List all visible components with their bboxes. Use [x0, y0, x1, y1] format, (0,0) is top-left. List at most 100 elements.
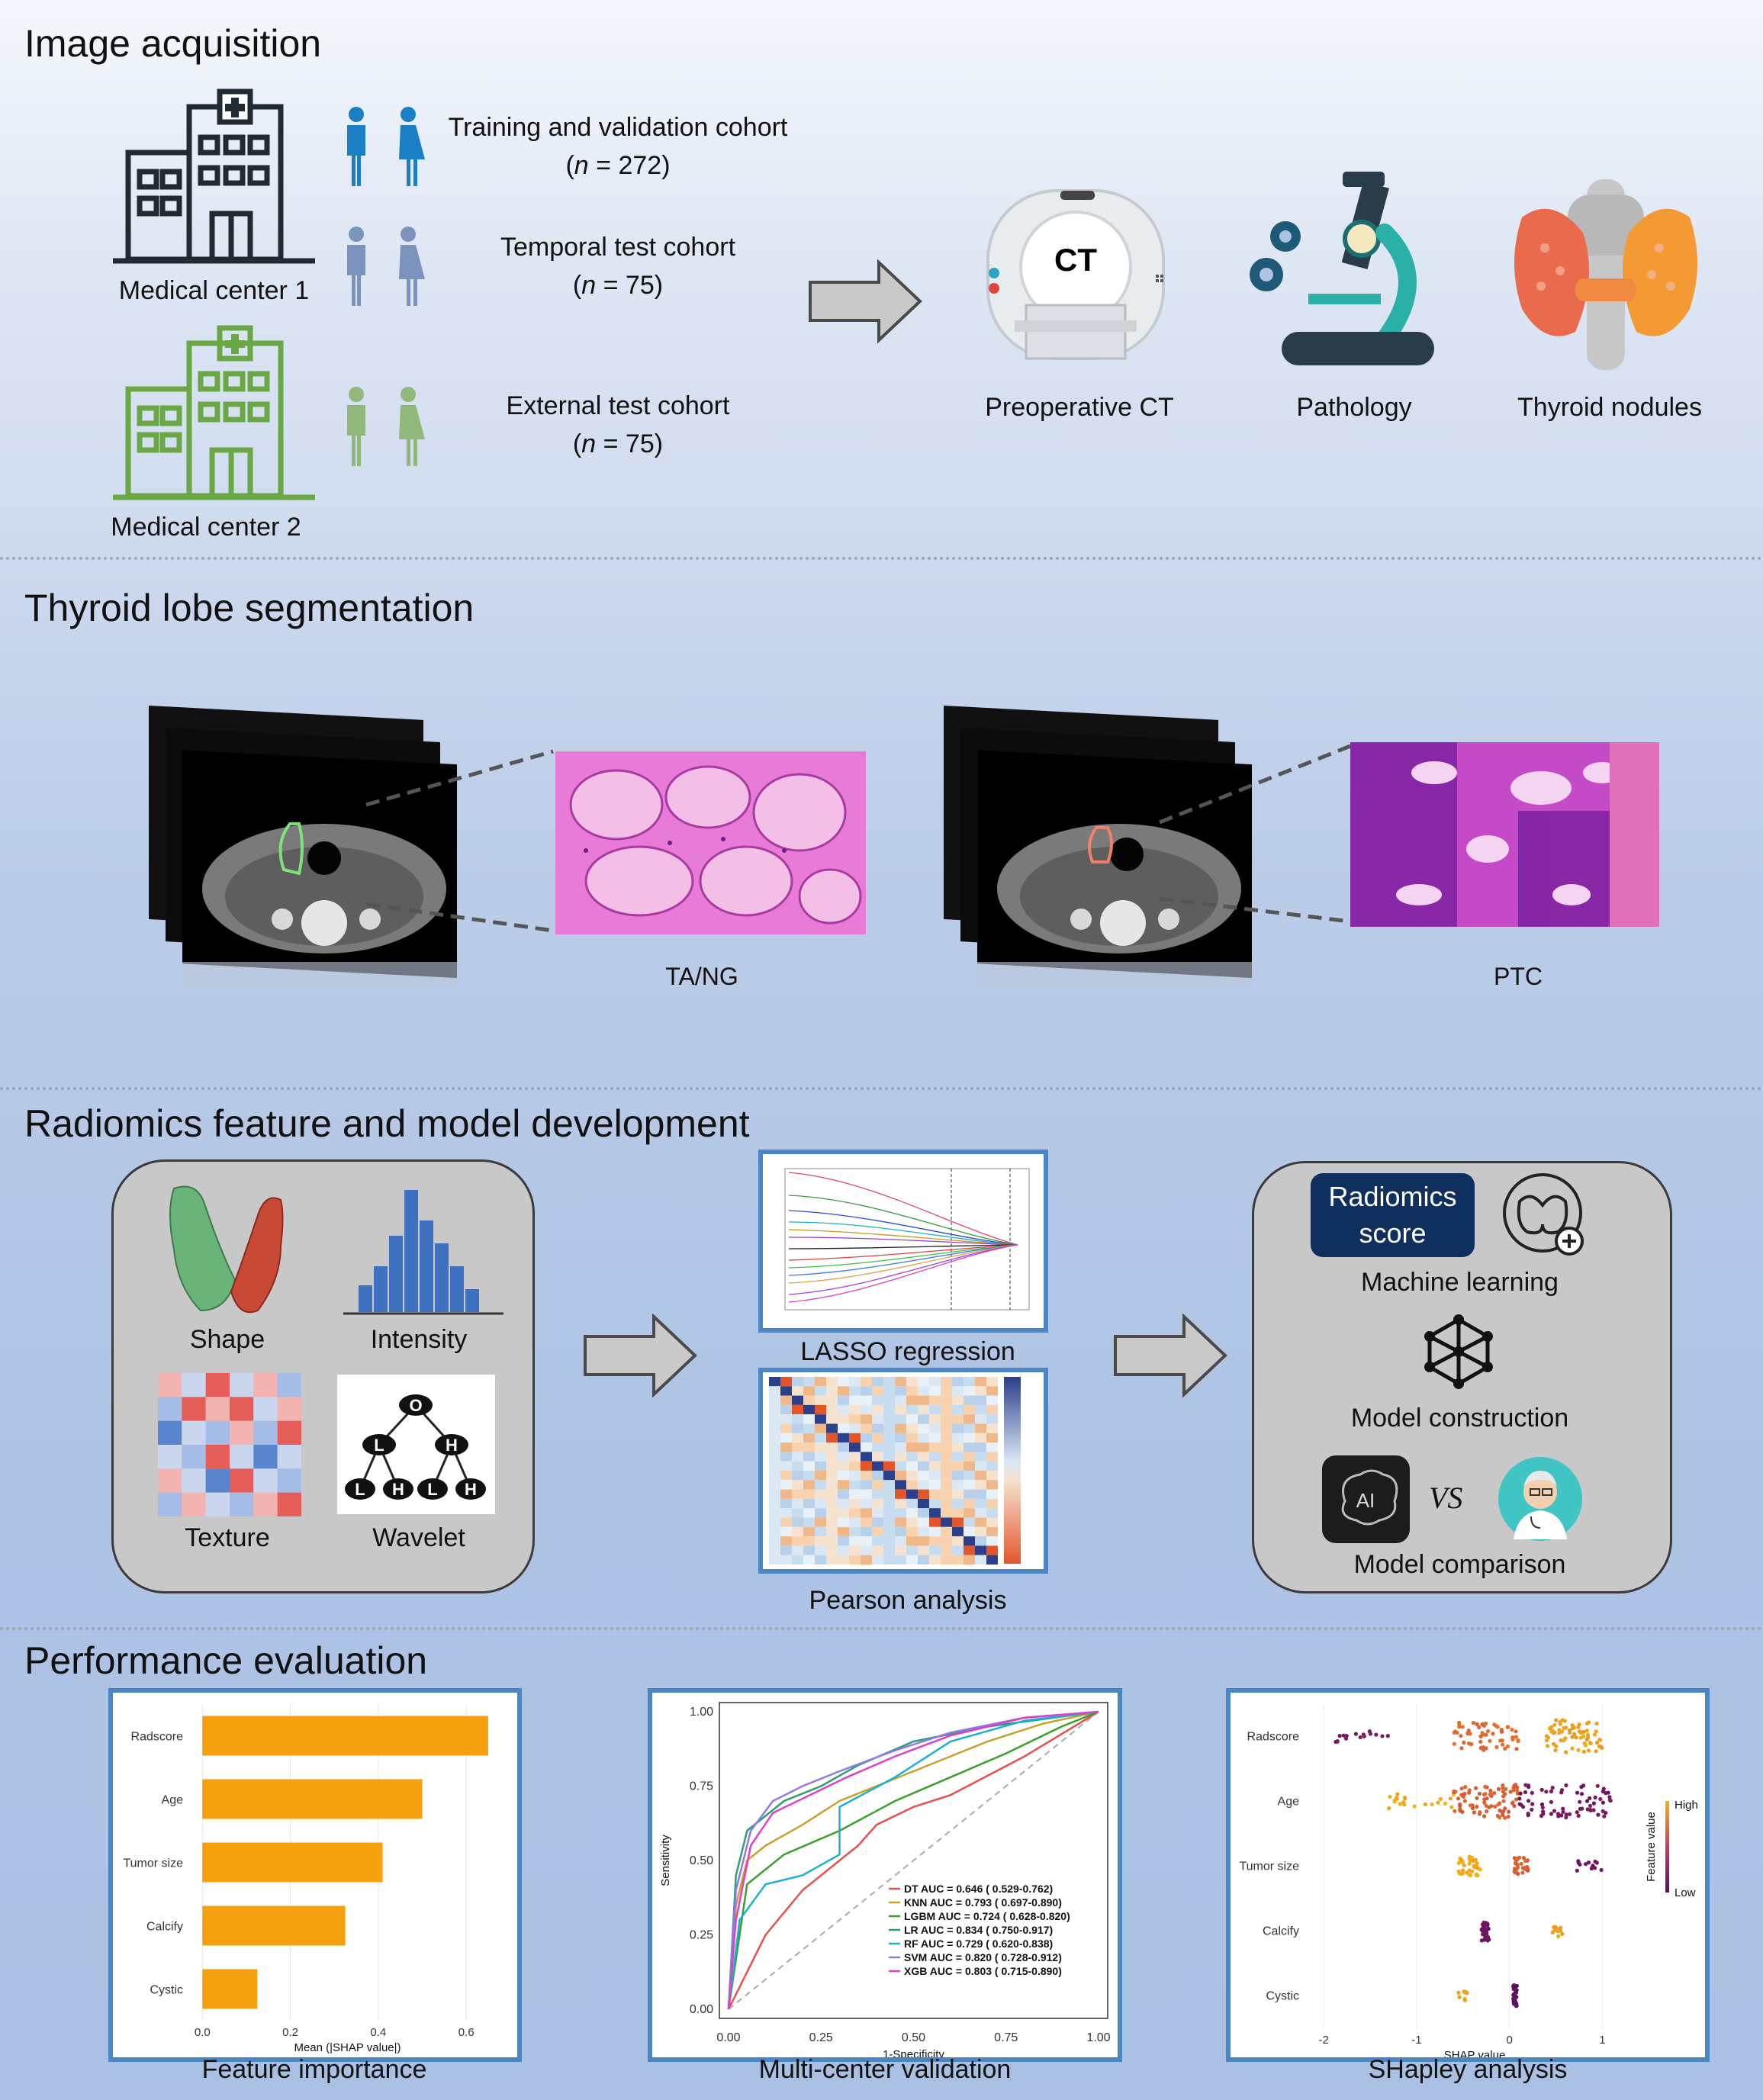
ai-brain-icon: AI [1322, 1455, 1410, 1543]
heatmap-cell [975, 1404, 986, 1415]
shap-point [1570, 1726, 1575, 1731]
section-divider [0, 557, 1763, 560]
shap-point [1474, 1872, 1478, 1876]
section-divider [0, 1627, 1763, 1630]
heatmap-cell [826, 1555, 838, 1565]
shap-point [1557, 1728, 1562, 1732]
shap-point [1488, 1738, 1492, 1743]
shap-point [1517, 1796, 1522, 1801]
heatmap-cell [872, 1433, 883, 1443]
shap-point [1463, 1785, 1468, 1790]
heatmap-cell [941, 1386, 952, 1396]
bar [202, 1779, 423, 1819]
shap-point [1581, 1734, 1586, 1738]
heatmap-cell [838, 1442, 849, 1452]
heatmap-cell [803, 1508, 815, 1518]
shap-point [1479, 1938, 1484, 1943]
heatmap-cell [849, 1545, 861, 1555]
heatmap-cell [895, 1508, 906, 1518]
n-symbol: n [581, 271, 597, 300]
heatmap-cell [838, 1555, 849, 1565]
pathology-label: Pathology [1296, 393, 1412, 422]
shap-point [1584, 1862, 1588, 1867]
shap-point [1392, 1799, 1397, 1803]
shap-point [1568, 1730, 1572, 1735]
flow-arrow-icon [1114, 1314, 1227, 1397]
shap-point [1466, 1729, 1471, 1733]
heatmap-cell [861, 1471, 872, 1481]
cohort-training-label: Training and validation cohort [448, 113, 788, 142]
shap-point [1591, 1808, 1596, 1812]
shap-point [1527, 1799, 1531, 1803]
heatmap-cell [883, 1433, 895, 1443]
heatmap-cell [872, 1545, 883, 1555]
y-tick-label: 0.75 [690, 1780, 713, 1793]
shap-point [1540, 1806, 1545, 1810]
hospital-building-green-icon [113, 325, 315, 500]
roc-series-line [727, 1710, 1099, 2010]
shap-point [1478, 1734, 1483, 1738]
medical-center-2-label: Medical center 2 [111, 513, 301, 542]
heatmap-cell [826, 1386, 838, 1396]
shap-point [1430, 1802, 1434, 1806]
flow-arrow-icon [584, 1314, 697, 1397]
shap-point [1473, 1857, 1478, 1862]
heatmap-cell [895, 1461, 906, 1471]
heatmap-cell [975, 1480, 986, 1490]
shap-point [1423, 1802, 1427, 1806]
heatmap-cell [769, 1452, 780, 1462]
x-tick-label: 1.00 [1086, 2031, 1110, 2044]
heatmap-cell [769, 1404, 780, 1415]
legend-high-label: High [1675, 1799, 1698, 1812]
heatmap-cell [861, 1452, 872, 1462]
shap-point [1507, 1809, 1511, 1814]
shap-point [1459, 1857, 1464, 1862]
heatmap-cell [815, 1526, 826, 1537]
heatmap-cell [792, 1395, 803, 1405]
legend-entry: DT AUC = 0.646 ( 0.529-0.762) [904, 1883, 1053, 1895]
shap-point [1492, 1722, 1497, 1727]
heatmap-cell [918, 1545, 929, 1555]
shap-point [1596, 1812, 1601, 1817]
wavelet-label: Wavelet [372, 1523, 465, 1552]
shap-point [1496, 1803, 1501, 1807]
heatmap-cell [838, 1508, 849, 1518]
heatmap-cell [792, 1471, 803, 1481]
heatmap-cell [780, 1555, 792, 1565]
shap-point [1544, 1790, 1549, 1794]
shap-point [1486, 1729, 1491, 1734]
heatmap-cell [838, 1526, 849, 1537]
legend-entry: SVM AUC = 0.820 ( 0.728-0.912) [904, 1951, 1062, 1963]
shap-point [1559, 1738, 1563, 1743]
heatmap-cell [883, 1377, 895, 1387]
shap-point [1593, 1795, 1597, 1799]
heatmap-cell [895, 1517, 906, 1527]
heatmap-cell [849, 1377, 861, 1387]
heatmap-cell [941, 1471, 952, 1481]
heatmap-cell [861, 1508, 872, 1518]
thyroid-nodules-label: Thyroid nodules [1517, 393, 1702, 422]
heatmap-cell [964, 1377, 975, 1387]
heatmap-cell [780, 1480, 792, 1490]
shap-point [1387, 1806, 1391, 1811]
heatmap-cell [849, 1395, 861, 1405]
heatmap-cell [975, 1377, 986, 1387]
heatmap-cell [815, 1442, 826, 1452]
thyroid-icon [1514, 179, 1697, 370]
flow-arrow-icon [809, 259, 922, 343]
shap-point [1395, 1792, 1400, 1796]
heatmap-cell [803, 1386, 815, 1396]
heatmap-cell [780, 1536, 792, 1546]
heatmap-cell [906, 1442, 918, 1452]
heatmap-cell [861, 1489, 872, 1499]
section-divider [0, 1087, 1763, 1090]
heatmap-cell [975, 1433, 986, 1443]
heatmap-cell [872, 1555, 883, 1565]
heatmap-cell [986, 1404, 998, 1415]
shap-point [1539, 1787, 1544, 1792]
heatmap-cell [826, 1404, 838, 1415]
tick-label: 0 [1506, 2034, 1512, 2047]
x-tick-label: 0.75 [994, 2031, 1018, 2044]
roc-series-line [727, 1710, 1099, 2010]
shap-point [1552, 1809, 1557, 1813]
